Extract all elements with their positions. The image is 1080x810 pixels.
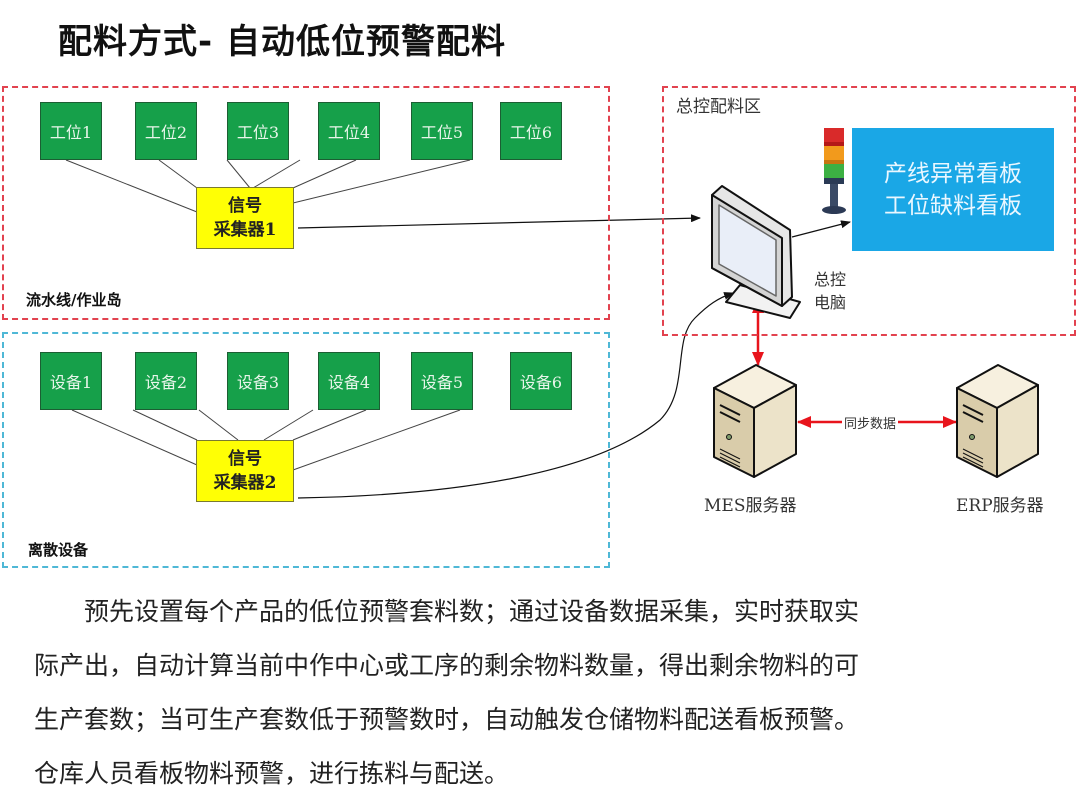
kanban-material-shortage: 工位缺料看板 [884,193,1022,219]
device-3: 设备3 [227,352,289,410]
description-line-4: 仓库人员看板物料预警，进行拣料与配送。 [34,759,510,788]
link-station-1 [65,159,198,213]
signal-collector-1-line1: 信号 [228,196,262,216]
computer-label-line2: 电脑 [814,293,847,312]
zone-production-line [2,86,610,320]
station-4: 工位4 [318,102,380,160]
station-1: 工位1 [40,102,102,160]
signal-collector-1-line2: 采集器1 [213,220,277,240]
link-station-6 [292,159,471,204]
link-station-5 [292,159,357,189]
signal-collector-2: 信号 采集器2 [196,440,294,502]
station-3: 工位3 [227,102,289,160]
zone-production-line-label: 流水线/作业岛 [26,291,122,309]
computer-label-line1: 总控 [814,270,847,289]
link-device-6 [292,409,461,471]
link-station-4 [252,159,301,189]
computer-label: 总控 电脑 [814,268,846,314]
station-2: 工位2 [135,102,197,160]
arrow-collector2-to-computer [297,292,734,499]
device-6: 设备6 [510,352,572,410]
link-station-3 [226,159,251,189]
device-5: 设备5 [411,352,473,410]
link-device-3 [198,409,239,441]
description: 预先设置每个产品的低位预警套料数；通过设备数据采集，实时获取实 际产出，自动计算… [34,585,1044,801]
kanban-board: 产线异常看板 工位缺料看板 [852,128,1054,251]
device-1: 设备1 [40,352,102,410]
zone-central-control [662,86,1076,336]
signal-collector-2-line2: 采集器2 [213,473,277,493]
mes-server-label: MES服务器 [704,496,797,516]
device-4: 设备4 [318,352,380,410]
erp-server-label: ERP服务器 [956,496,1044,516]
computer-monitor-icon [711,185,801,319]
erp-server-icon [956,364,1039,478]
link-device-5 [292,409,367,441]
zone-discrete-equipment-label: 离散设备 [28,541,89,559]
arrow-computer-to-kanban [791,220,851,238]
description-line-2: 际产出，自动计算当前中作中心或工序的剩余物料数量，得出剩余物料的可 [34,651,860,680]
sync-data-label: 同步数据 [842,413,899,432]
zone-discrete-equipment [2,332,610,568]
signal-collector-2-line1: 信号 [228,449,262,469]
link-station-2 [158,159,198,189]
kanban-line-exception: 产线异常看板 [884,161,1022,187]
zone-central-control-label: 总控配料区 [676,97,761,117]
page-title: 配料方式- 自动低位预警配料 [58,22,506,62]
signal-light-tower-icon [822,128,846,214]
link-device-4 [263,409,314,441]
device-2: 设备2 [135,352,197,410]
arrow-collector1-to-computer [297,214,701,229]
mes-server-icon [713,364,797,478]
link-device-2 [132,409,198,441]
station-5: 工位5 [411,102,473,160]
description-line-1: 预先设置每个产品的低位预警套料数；通过设备数据采集，实时获取实 [84,597,860,626]
signal-collector-1: 信号 采集器1 [196,187,294,249]
link-device-1 [71,409,198,466]
station-6: 工位6 [500,102,562,160]
description-line-3: 生产套数；当可生产套数低于预警数时，自动触发仓储物料配送看板预警。 [34,705,860,734]
